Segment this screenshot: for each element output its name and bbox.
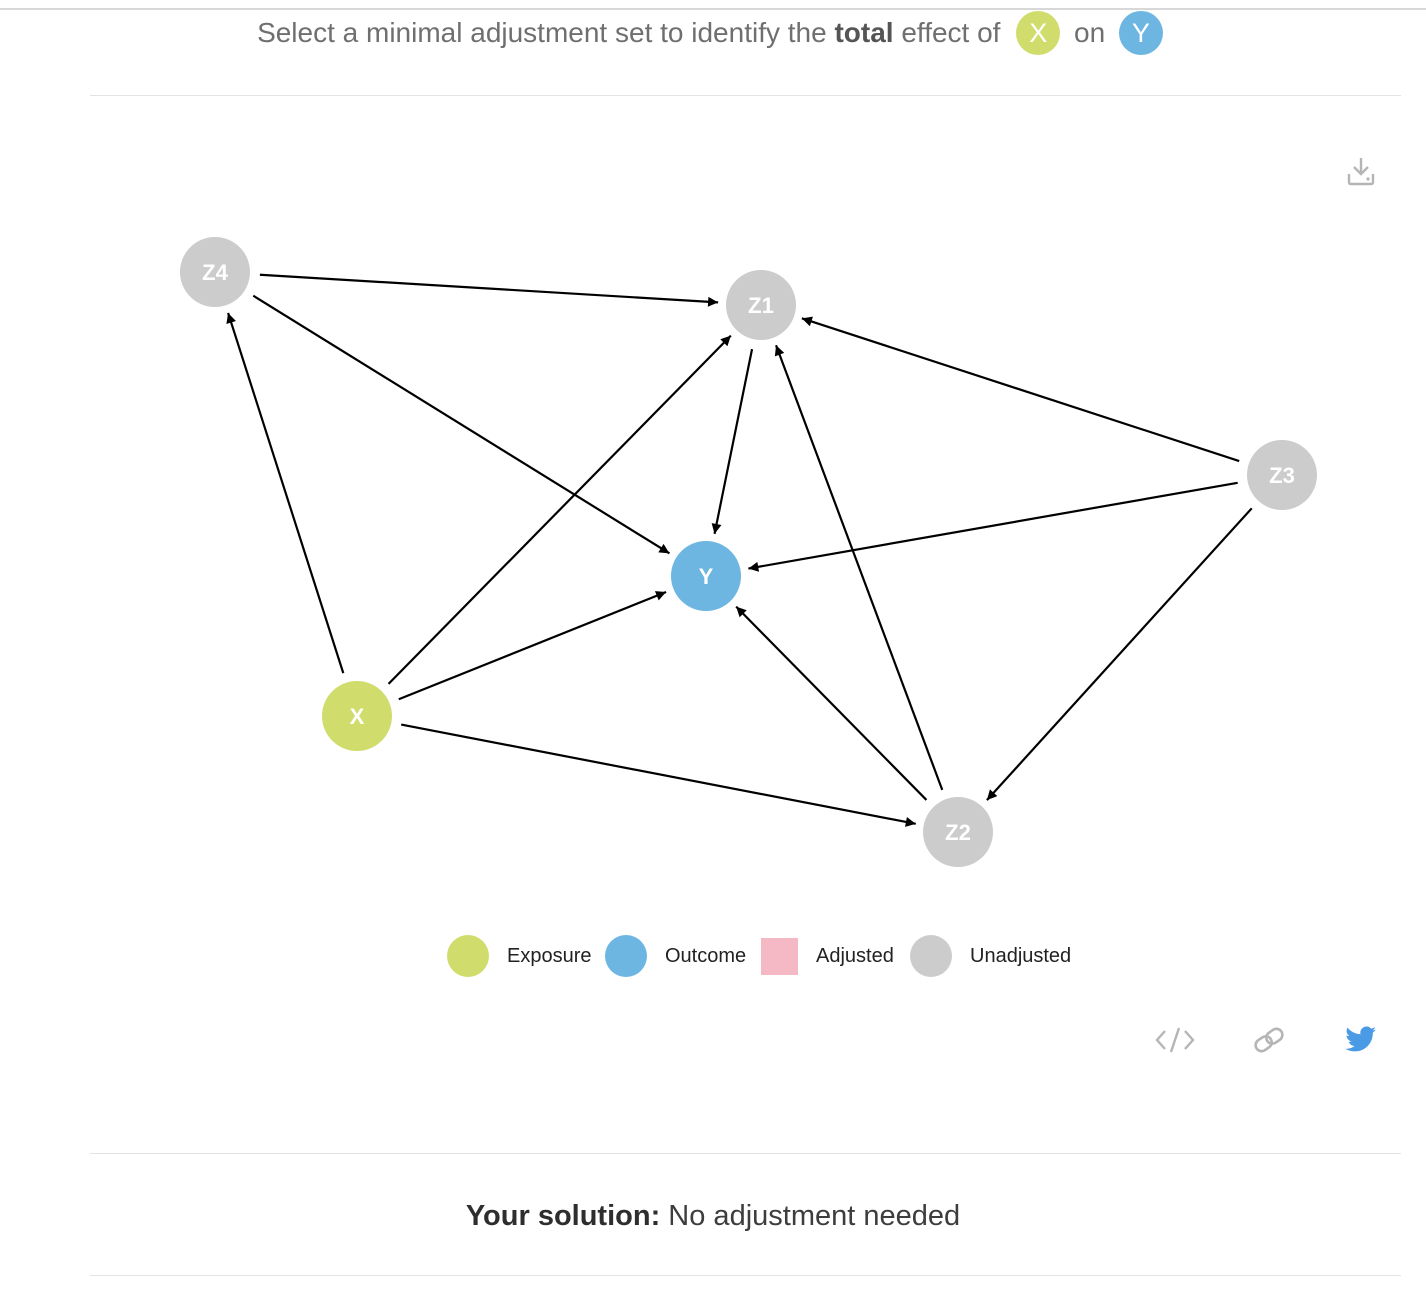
adjusted-swatch <box>761 937 798 975</box>
top-border <box>0 8 1426 10</box>
outcome-chip: Y <box>1118 11 1163 55</box>
legend-unadjusted-label: Unadjusted <box>970 944 1072 967</box>
node-z4[interactable]: Z4 <box>180 237 250 307</box>
question-header: Select a minimal adjustment set to ident… <box>0 10 1426 56</box>
legend-exposure-label: Exposure <box>507 944 592 967</box>
legend-outcome-label: Outcome <box>665 944 747 967</box>
outcome-swatch <box>605 935 647 977</box>
legend: Exposure Outcome Adjusted Unadjusted <box>0 931 1426 981</box>
edge-z4-to-y <box>252 294 671 555</box>
node-z4-circle <box>180 237 250 307</box>
edge-x-to-z4 <box>226 312 345 674</box>
node-x[interactable]: X <box>322 681 392 751</box>
legend-adjusted: Adjusted <box>761 931 894 981</box>
edge-x-to-z2 <box>400 723 916 827</box>
question-connector: on <box>1066 17 1113 48</box>
legend-exposure: Exposure <box>447 931 592 981</box>
divider-top <box>90 95 1401 96</box>
edge-z2-to-z1 <box>774 344 944 791</box>
solution-label: Your solution: <box>465 1199 661 1232</box>
node-z3-label: Z3 <box>1269 463 1295 488</box>
node-z3-circle <box>1247 440 1317 510</box>
link-icon <box>1254 1027 1284 1053</box>
node-z2-label: Z2 <box>945 820 971 845</box>
node-z1-label: Z1 <box>748 293 774 318</box>
edge-x-to-z1 <box>387 334 732 685</box>
legend-unadjusted: Unadjusted <box>910 931 1071 981</box>
tweet-button[interactable] <box>1341 1020 1381 1060</box>
edge-x-to-y <box>398 590 667 701</box>
node-x-label: X <box>350 704 365 729</box>
unadjusted-swatch <box>910 935 952 977</box>
edge-z3-to-z2 <box>986 507 1253 801</box>
edge-z4-to-z1 <box>259 273 719 307</box>
edge-z3-to-y <box>748 481 1238 572</box>
node-y-label: Y <box>699 564 714 589</box>
copy-link-button[interactable] <box>1249 1020 1289 1060</box>
node-z4-label: Z4 <box>202 260 228 285</box>
exposure-swatch <box>447 935 489 977</box>
question-prefix: Select a minimal adjustment set to ident… <box>257 17 835 48</box>
node-z1[interactable]: Z1 <box>726 270 796 340</box>
legend-adjusted-label: Adjusted <box>816 944 894 967</box>
divider-bottom <box>90 1275 1401 1276</box>
node-y[interactable]: Y <box>671 541 741 611</box>
node-z2[interactable]: Z2 <box>923 797 993 867</box>
exposure-chip: X <box>1016 11 1061 55</box>
node-z2-circle <box>923 797 993 867</box>
download-button[interactable] <box>1342 152 1380 190</box>
edge-z3-to-z1 <box>801 316 1240 463</box>
edges-layer <box>226 273 1253 827</box>
solution-value: No adjustment needed <box>660 1199 961 1232</box>
node-y-circle <box>671 541 741 611</box>
node-x-circle <box>322 681 392 751</box>
embed-button[interactable] <box>1155 1020 1195 1060</box>
legend-outcome: Outcome <box>605 931 746 981</box>
code-icon <box>1155 1027 1195 1053</box>
solution-line: Your solution: No adjustment needed <box>0 1192 1426 1240</box>
node-z1-circle <box>726 270 796 340</box>
edge-z1-to-y <box>711 348 754 535</box>
divider-middle <box>90 1153 1401 1154</box>
question-emphasis: total <box>834 17 894 48</box>
twitter-icon <box>1345 1026 1376 1052</box>
question-middle: effect of <box>893 17 1009 48</box>
node-z3[interactable]: Z3 <box>1247 440 1317 510</box>
edge-z2-to-y <box>735 605 928 801</box>
download-icon <box>1347 158 1375 186</box>
